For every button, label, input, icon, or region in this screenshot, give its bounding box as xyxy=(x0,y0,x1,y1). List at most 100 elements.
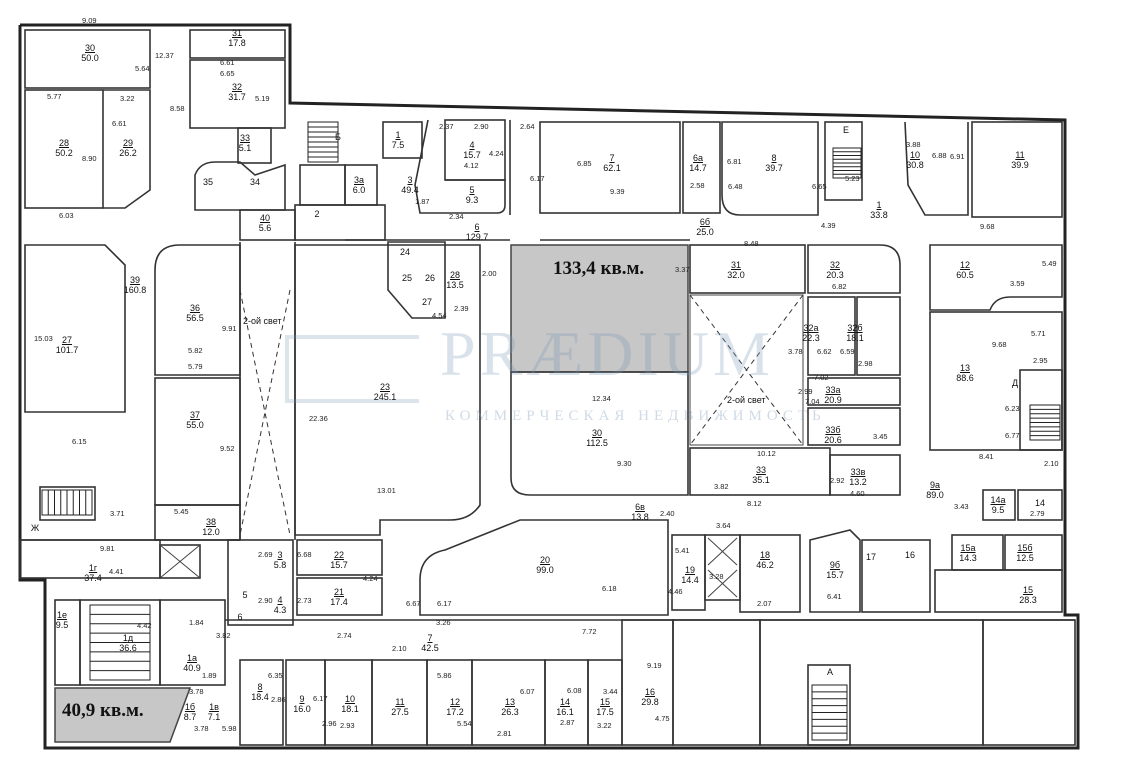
dimension-label: 2.90 xyxy=(474,122,489,131)
dimension-label: 22.36 xyxy=(309,414,328,423)
room-area: 129.7 xyxy=(465,232,489,242)
dimension-label: 12.37 xyxy=(155,51,174,60)
room-number: 1б xyxy=(184,702,196,712)
dimension-label: 7.72 xyxy=(582,627,597,636)
room-number: 8 xyxy=(771,153,777,163)
room-area: 101.7 xyxy=(55,345,79,355)
dimension-label: 6.08 xyxy=(567,686,582,695)
dimension-label: 6.17 xyxy=(437,599,452,608)
room-number: 3 xyxy=(277,550,283,560)
room-number: 16 xyxy=(644,687,655,697)
room-label: 27 xyxy=(422,297,432,307)
dimension-label: 9.91 xyxy=(222,324,237,333)
room-area: 37.4 xyxy=(84,573,102,583)
room-area: 7.1 xyxy=(207,712,221,722)
highlight-area-40[interactable] xyxy=(54,687,192,743)
dimension-label: 3.78 xyxy=(194,724,209,733)
dimension-label: 9.52 xyxy=(220,444,235,453)
room-area: 14.4 xyxy=(681,575,699,585)
room-number: 18 xyxy=(759,550,770,560)
room-label: Ж xyxy=(31,523,39,533)
dimension-label: 5.45 xyxy=(174,507,189,516)
dimension-label: 8.58 xyxy=(170,104,185,113)
room-area: 9.3 xyxy=(465,195,479,205)
room-area: 14.3 xyxy=(959,553,977,563)
room-label: 14 xyxy=(1035,498,1045,508)
dimension-label: 2.39 xyxy=(454,304,469,313)
dimension-label: 5.86 xyxy=(437,671,452,680)
room-number: 13 xyxy=(504,697,515,707)
dimension-label: 2.10 xyxy=(392,644,407,653)
room-number: 21 xyxy=(333,587,344,597)
dimension-label: 9.09 xyxy=(82,16,97,25)
room-area: 4.3 xyxy=(273,605,287,615)
room-area: 15.7 xyxy=(826,570,844,580)
room-number: 1е xyxy=(56,610,68,620)
room-number: 14 xyxy=(559,697,570,707)
room-number: 33в xyxy=(850,467,866,477)
dimension-label: 4.46 xyxy=(668,587,683,596)
dimension-label: 8.90 xyxy=(82,154,97,163)
dimension-label: 2.37 xyxy=(439,122,454,131)
room-number: 1 xyxy=(876,200,882,210)
room-number: 5 xyxy=(242,590,248,600)
room-area: 30.8 xyxy=(906,160,924,170)
room-area: 12.0 xyxy=(202,527,220,537)
room-number: 30 xyxy=(84,43,95,53)
dimension-label: 6.07 xyxy=(520,687,535,696)
highlight-label-133: 133,4 кв.м. xyxy=(553,258,645,279)
dimension-label: 7.02 xyxy=(814,373,829,382)
dimension-label: 3.82 xyxy=(216,631,231,640)
dimension-label: 1.89 xyxy=(202,671,217,680)
room-number: 13 xyxy=(959,363,970,373)
room-number: 4 xyxy=(277,595,283,605)
room-number: Ж xyxy=(30,523,40,533)
room-number: 33 xyxy=(239,133,251,143)
highlight-label-40: 40,9 кв.м. xyxy=(62,700,144,721)
dimension-label: 6.65 xyxy=(220,69,235,78)
room-number: 28 xyxy=(58,138,69,148)
room-area: 99.0 xyxy=(536,565,554,575)
room-number: 1в xyxy=(209,702,219,712)
room-area: 18.4 xyxy=(251,692,269,702)
dimension-label: 6.82 xyxy=(832,282,847,291)
dimension-label: 3.22 xyxy=(120,94,135,103)
dimension-label: 5.98 xyxy=(222,724,237,733)
dimension-label: 3.82 xyxy=(714,482,729,491)
room-number: 10 xyxy=(344,694,355,704)
room-number: 5 xyxy=(469,185,475,195)
room-area: 16.1 xyxy=(556,707,574,717)
dimension-label: 8.48 xyxy=(744,239,759,248)
dimension-label: 4.41 xyxy=(109,567,124,576)
room-area: 16.0 xyxy=(293,704,311,714)
room-label: 17 xyxy=(866,552,876,562)
room-area: 26.2 xyxy=(119,148,137,158)
dimension-label: 9.81 xyxy=(100,544,115,553)
room-number: 20 xyxy=(539,555,550,565)
dimension-label: 6.61 xyxy=(112,119,127,128)
highlight-area-133[interactable] xyxy=(510,244,689,373)
dimension-label: 2.34 xyxy=(449,212,464,221)
room-number: 25 xyxy=(401,273,413,283)
room-area: 39.7 xyxy=(765,163,783,173)
outer-wall xyxy=(18,23,1080,750)
